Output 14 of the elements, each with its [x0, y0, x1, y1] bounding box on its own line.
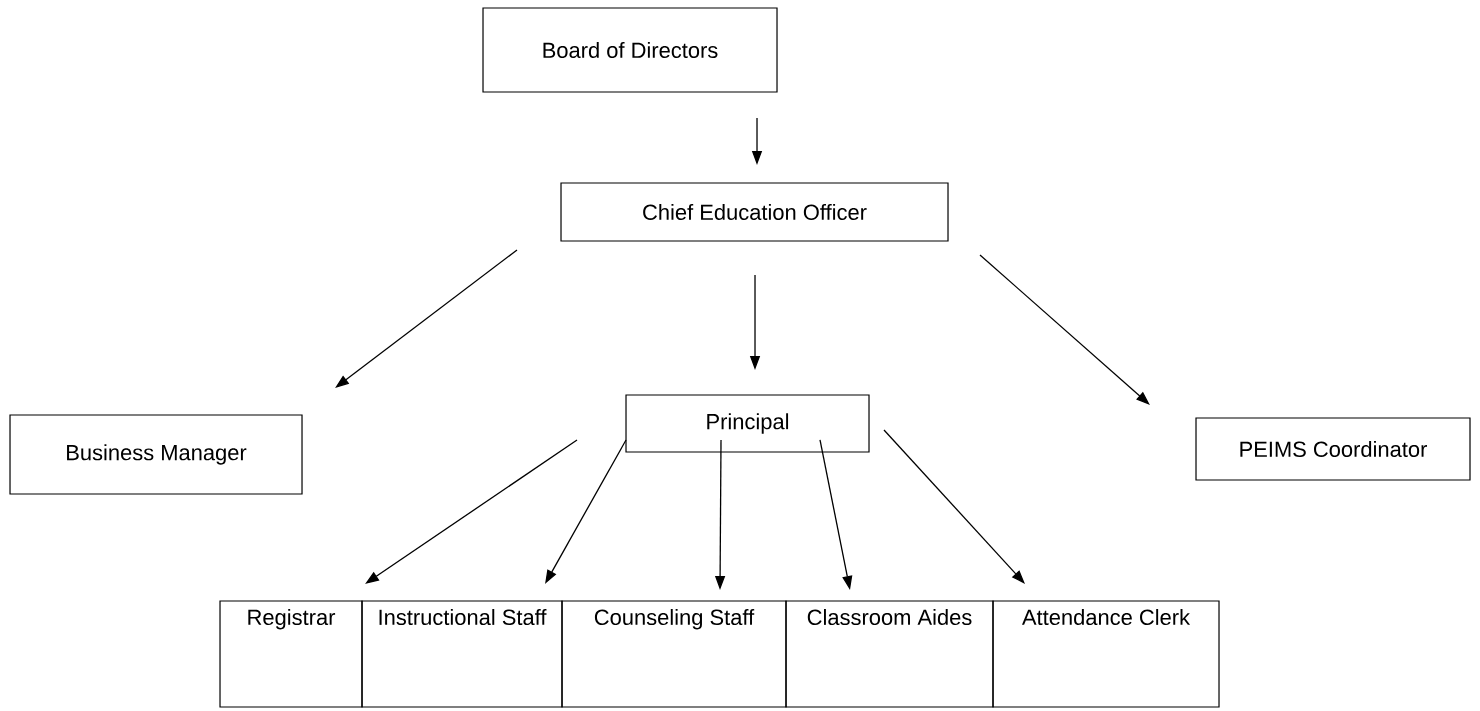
arrow [883, 429, 1025, 584]
org-box: Chief Education Officer [560, 182, 949, 242]
arrow [979, 254, 1150, 405]
org-box: Principal [625, 394, 870, 453]
org-box: PEIMS Coordinator [1195, 417, 1471, 481]
org-box: Classroom Aides [785, 600, 994, 708]
org-box: Registrar [219, 600, 363, 708]
org-box: Instructional Staff [361, 600, 563, 708]
arrow [365, 439, 578, 584]
org-box: Counseling Staff [561, 600, 787, 708]
org-box: Business Manager [9, 414, 303, 495]
org-box: Attendance Clerk [992, 600, 1220, 708]
arrow [335, 249, 518, 388]
org-box: Board of Directors [482, 7, 778, 93]
